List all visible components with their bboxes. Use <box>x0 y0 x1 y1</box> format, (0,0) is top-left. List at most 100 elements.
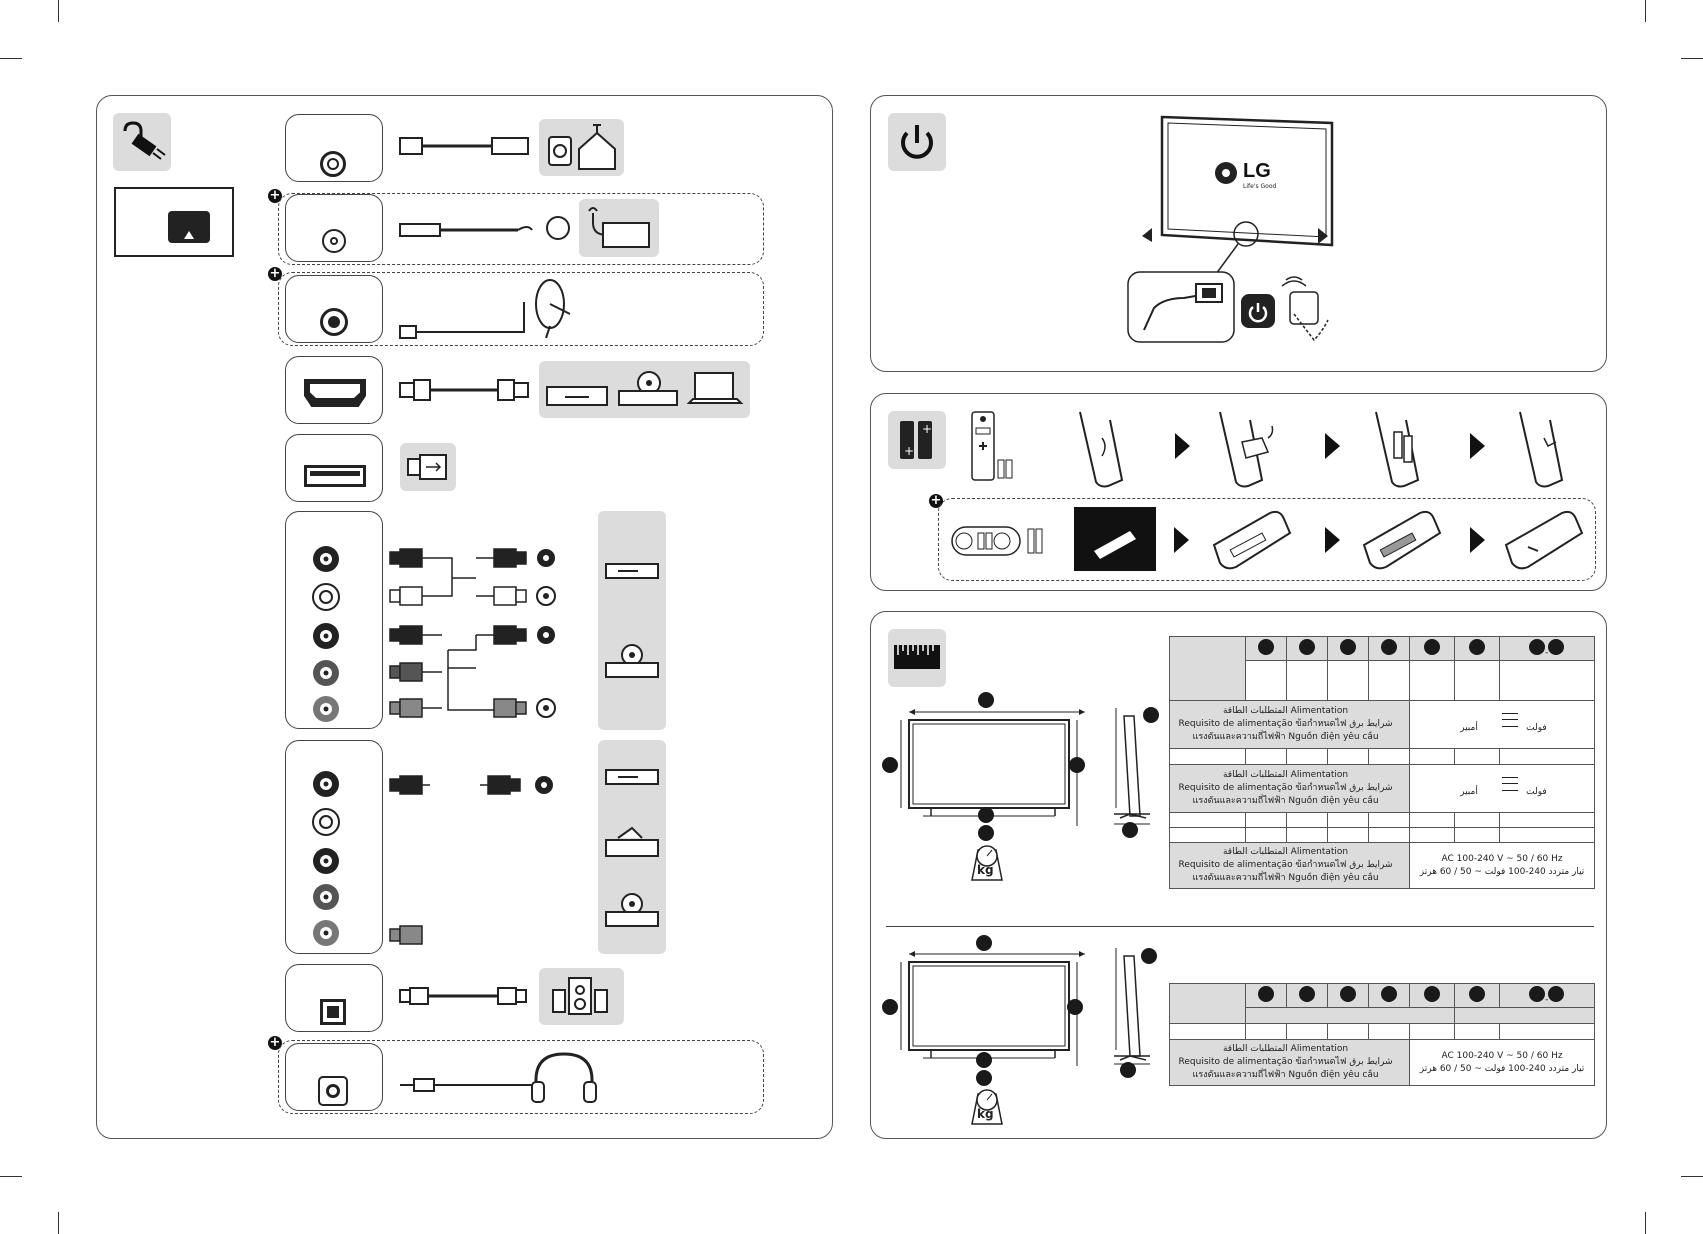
cable-box-icon <box>579 199 659 257</box>
crop-mark <box>58 1212 59 1234</box>
crop-mark <box>1645 0 1646 22</box>
optical-port-icon <box>285 964 383 1032</box>
antenna-rf-port-icon <box>285 114 383 182</box>
magic-step3-icon <box>1504 510 1584 570</box>
vcr-icon <box>605 826 659 857</box>
optional-plus-icon: + <box>268 188 282 203</box>
tv-dimension-front-1 <box>900 709 1085 826</box>
tv-back-illustration <box>114 187 234 257</box>
tv-dimension-front-2 <box>900 951 1085 1066</box>
crop-mark <box>0 58 22 59</box>
volt-label: فولت <box>1526 787 1547 797</box>
svg-text:+: + <box>922 422 932 436</box>
ac-voltage: AC 100-240 V ~ 50 / 60 Hz <box>1441 1050 1563 1061</box>
optional-plus-icon: + <box>268 266 282 281</box>
weight-scale-icon <box>971 1089 1003 1125</box>
weight-label: kg <box>977 1107 994 1121</box>
dim-marker-a <box>978 692 994 708</box>
component-devices <box>598 511 666 730</box>
weight-label: kg <box>977 863 994 877</box>
headphone-port-icon <box>285 1043 383 1111</box>
crop-mark <box>1681 58 1703 59</box>
ampere-label: أمبير <box>1460 787 1478 797</box>
crop-mark <box>1681 1176 1703 1177</box>
crop-mark <box>58 0 59 22</box>
dim-marker-c <box>1069 757 1085 773</box>
section-divider <box>886 926 1594 927</box>
remote-step2-icon <box>1219 411 1274 488</box>
ampere-label: أمبير <box>1460 723 1478 733</box>
antenna-house-icon <box>539 119 624 176</box>
optional-row <box>278 1040 764 1114</box>
blu-ray-player-icon <box>546 386 608 406</box>
power-icon <box>888 113 946 171</box>
hdmi-devices <box>539 361 750 418</box>
dim-marker-e <box>978 825 994 841</box>
ac-voltage-arabic: تيار متردد 240-100 فولت ~ 50 / 60 هرتز <box>1419 866 1585 877</box>
tv-logo: LG <box>1243 160 1271 182</box>
composite-av-ports-icon <box>285 740 383 954</box>
optical-cable-icon <box>399 987 527 1005</box>
ac-voltage: AC 100-240 V ~ 50 / 60 Hz <box>1441 853 1563 864</box>
power-button-zoom <box>1127 221 1259 343</box>
dim-marker-f <box>1143 707 1159 723</box>
dim-marker-e <box>976 1070 992 1086</box>
volt-label: فولت <box>1526 723 1547 733</box>
antenna-cable-icon <box>399 137 529 155</box>
satellite-cable-icon <box>399 302 525 339</box>
dim-marker-f <box>1141 948 1157 964</box>
ruler-icon <box>888 629 946 687</box>
dim-marker-a <box>976 935 992 951</box>
crop-mark <box>1645 1212 1646 1234</box>
step-arrow-icon <box>1470 527 1485 553</box>
optional-row <box>278 272 764 346</box>
optional-row <box>278 193 764 265</box>
standard-remote-icon <box>971 411 1013 481</box>
satellite-dish-icon <box>535 279 571 339</box>
satellite-port-icon <box>285 275 383 343</box>
dim-marker-d <box>976 1052 992 1068</box>
optional-row <box>938 498 1596 581</box>
tv-stand-icons <box>1142 228 1328 244</box>
laptop-icon <box>686 372 744 404</box>
usb-port-icon <box>285 434 383 502</box>
svg-text:+: + <box>904 444 914 458</box>
headphones-icon <box>531 1052 597 1103</box>
step-arrow-icon <box>1325 433 1340 459</box>
optional-plus-icon: + <box>268 1035 282 1050</box>
remote-step4-icon <box>1519 411 1564 488</box>
step-arrow-icon <box>1325 527 1340 553</box>
tv-tagline: Life's Good <box>1243 183 1277 190</box>
speaker-system-icon <box>539 968 624 1025</box>
rca-cables-icon <box>389 775 553 945</box>
disc-player-icon <box>605 893 659 927</box>
power-button-icon <box>1241 294 1275 328</box>
connections-panel <box>96 95 833 1139</box>
magic-step2-icon <box>1362 510 1442 570</box>
composite-devices <box>598 740 666 954</box>
cable-plug-icon <box>113 113 171 171</box>
remote-hand-icon <box>1281 276 1329 342</box>
dim-marker-c <box>1067 999 1083 1015</box>
magic-remote-dark-photo <box>1074 507 1156 571</box>
arrow-up-icon <box>184 231 194 239</box>
hdmi-cable-icon <box>399 379 529 401</box>
magic-step1-icon <box>1212 510 1292 570</box>
dim-marker-b <box>882 757 898 773</box>
dim-marker-g <box>1122 822 1138 838</box>
dim-marker-b <box>882 999 898 1015</box>
crop-mark <box>0 1176 22 1177</box>
dim-marker-g <box>1120 1062 1136 1078</box>
headphone-cable-icon <box>400 1078 534 1092</box>
weight-scale-icon <box>971 845 1003 881</box>
remote-step3-icon <box>1375 411 1420 488</box>
remote-step1-icon <box>1079 411 1124 488</box>
step-arrow-icon <box>1174 527 1189 553</box>
coax-cable-icon <box>399 216 570 240</box>
